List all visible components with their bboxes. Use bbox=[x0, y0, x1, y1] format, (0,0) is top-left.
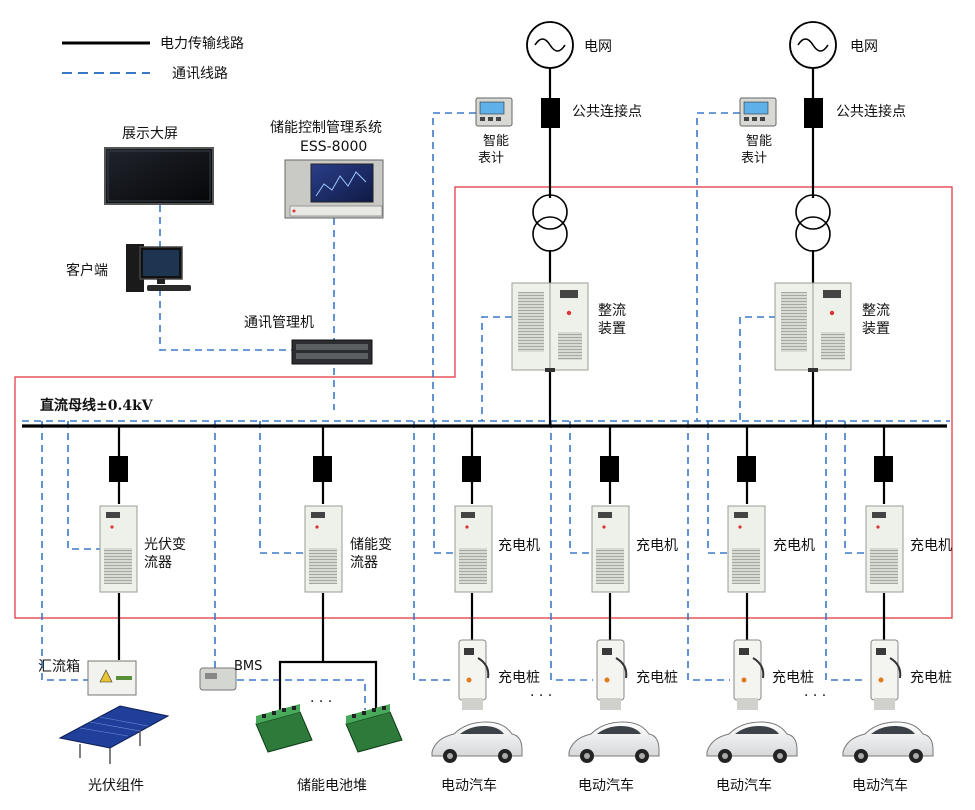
storage-inverter-label-a: 储能变 bbox=[350, 537, 392, 553]
charger-3: 充电机 bbox=[727, 505, 815, 593]
charging-pile-label-3: 充电桩 bbox=[772, 669, 814, 686]
rectifier-label-2a: 整流 bbox=[862, 303, 890, 319]
battery-stack: · · · 储能电池堆 bbox=[255, 694, 403, 794]
comm-manager: 通讯管理机 bbox=[244, 315, 373, 365]
charging-pile-3: 充电桩 bbox=[733, 639, 814, 710]
smart-meter-1: 智能 表计 bbox=[475, 97, 513, 166]
ev-4: 电动汽车 bbox=[842, 721, 934, 794]
battery-stack-label: 储能电池堆 bbox=[297, 778, 367, 794]
rectifier-label-2b: 装置 bbox=[862, 321, 890, 337]
charging-pile-label-1: 充电桩 bbox=[498, 669, 540, 686]
legend-comm-line-label: 通讯线路 bbox=[172, 66, 228, 82]
dc-bus-label: 直流母线±0.4kV bbox=[40, 397, 154, 414]
monitor-icon bbox=[104, 147, 214, 205]
battery-ellipsis: · · · bbox=[310, 694, 332, 710]
combiner-box-label: 汇流箱 bbox=[38, 659, 80, 675]
transformer-2 bbox=[795, 194, 831, 252]
breaker-pv bbox=[109, 456, 128, 482]
ev-2: 电动汽车 bbox=[568, 721, 660, 794]
comm-manager-label: 通讯管理机 bbox=[244, 315, 314, 331]
charging-pile-label-4: 充电桩 bbox=[910, 669, 952, 686]
rectifier-label-1b: 装置 bbox=[598, 321, 626, 337]
pcc-switch-1 bbox=[541, 98, 560, 128]
rectifier-label-1a: 整流 bbox=[598, 303, 626, 319]
charging-pile-4: 充电桩 bbox=[870, 639, 952, 710]
ess-model: ESS-8000 bbox=[300, 139, 367, 155]
ev-3: 电动汽车 bbox=[706, 721, 798, 794]
ev-label-3: 电动汽车 bbox=[716, 777, 772, 794]
bms-label: BMS bbox=[234, 659, 262, 674]
breaker-charger-3 bbox=[737, 456, 756, 482]
pcc-switch-2 bbox=[804, 98, 823, 128]
rectifier-cabinet-1: 整流 装置 bbox=[511, 282, 626, 372]
ev-label-1: 电动汽车 bbox=[441, 777, 497, 794]
transformer-icon bbox=[532, 194, 568, 230]
breaker-charger-1 bbox=[462, 456, 481, 482]
storage-inverter: 储能变 流器 bbox=[304, 505, 392, 593]
pcc-label-2: 公共连接点 bbox=[836, 103, 906, 120]
charger-label-4: 充电机 bbox=[910, 538, 952, 554]
charging-pile-1: 充电桩 bbox=[458, 639, 540, 710]
ellipsis-2: · · · bbox=[804, 688, 826, 704]
pv-inverter-label-b: 流器 bbox=[144, 555, 172, 571]
switch-icon bbox=[291, 339, 373, 365]
legend: 电力传输线路 通讯线路 bbox=[62, 36, 244, 82]
legend-power-line-label: 电力传输线路 bbox=[160, 36, 244, 52]
meter-label-1b: 表计 bbox=[478, 151, 504, 166]
smart-meter-2: 智能 表计 bbox=[739, 97, 777, 166]
charger-label-1: 充电机 bbox=[498, 538, 540, 554]
charger-label-2: 充电机 bbox=[636, 538, 678, 554]
breakers bbox=[109, 456, 893, 482]
charging-pile-label-2: 充电桩 bbox=[636, 669, 678, 686]
breaker-charger-4 bbox=[874, 456, 893, 482]
breaker-charger-2 bbox=[600, 456, 619, 482]
transformer-icon bbox=[795, 194, 831, 230]
ev-1: 电动汽车 bbox=[431, 721, 523, 794]
storage-inverter-label-b: 流器 bbox=[350, 555, 378, 571]
meter-label-1a: 智能 bbox=[483, 134, 509, 149]
charger-label-3: 充电机 bbox=[773, 538, 815, 554]
breaker-storage bbox=[313, 456, 332, 482]
ess-controller: 储能控制管理系统 ESS-8000 bbox=[270, 120, 384, 219]
combiner-box: 汇流箱 bbox=[38, 659, 137, 696]
client-label: 客户端 bbox=[66, 262, 108, 279]
meter-label-2a: 智能 bbox=[746, 134, 772, 149]
grid-source-2: 电网 bbox=[789, 21, 878, 69]
ess-title: 储能控制管理系统 bbox=[270, 120, 382, 136]
system-boundary bbox=[14, 186, 953, 619]
transformer-1 bbox=[532, 194, 568, 252]
ev-label-2: 电动汽车 bbox=[578, 777, 634, 794]
client-pc: 客户端 bbox=[66, 244, 191, 292]
display-screen: 展示大屏 bbox=[104, 126, 214, 205]
pv-modules: 光伏组件 bbox=[58, 705, 170, 794]
charging-pile-2: 充电桩 bbox=[596, 639, 678, 710]
ev-label-4: 电动汽车 bbox=[852, 777, 908, 794]
pv-modules-label: 光伏组件 bbox=[88, 778, 144, 794]
display-screen-label: 展示大屏 bbox=[122, 126, 178, 142]
meter-label-2b: 表计 bbox=[741, 151, 767, 166]
grid-label-2: 电网 bbox=[850, 39, 878, 55]
pcc-label-1: 公共连接点 bbox=[572, 103, 642, 120]
ellipsis-1: · · · bbox=[530, 688, 552, 704]
rectifier-cabinet-2: 整流 装置 bbox=[774, 282, 890, 372]
grid-label-1: 电网 bbox=[584, 39, 612, 55]
pv-inverter-label-a: 光伏变 bbox=[144, 537, 186, 553]
charger-1: 充电机 bbox=[454, 505, 540, 593]
charger-2: 充电机 bbox=[591, 505, 678, 593]
pv-inverter: 光伏变 流器 bbox=[99, 505, 186, 593]
bms-unit: BMS bbox=[199, 659, 262, 691]
charger-4: 充电机 bbox=[865, 505, 952, 593]
grid-source-1: 电网 bbox=[526, 21, 612, 69]
